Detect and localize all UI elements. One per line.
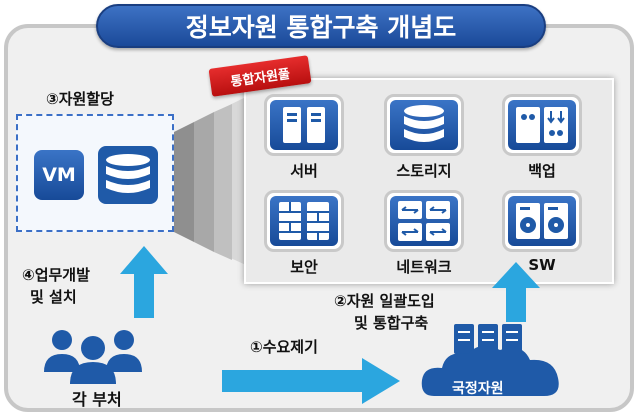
dev-label-line1: ④업무개발 (22, 266, 90, 284)
security-tile (264, 190, 344, 252)
software-tile (502, 190, 582, 252)
allocated-resources-box: VM (16, 114, 174, 232)
projection-funnel (174, 96, 248, 266)
departments-label: 각 부처 (72, 390, 122, 409)
network-icon (390, 196, 458, 246)
resource-label-network: 네트워크 (396, 258, 452, 276)
datacenter-label: 국정자원 (452, 381, 504, 397)
vm-icon: VM (34, 150, 84, 200)
dev-label-line2: 및 설치 (30, 288, 77, 306)
network-tile (384, 190, 464, 252)
software-icon (508, 196, 576, 246)
allocation-label: ③자원할당 (46, 90, 114, 108)
install-arrow (120, 246, 168, 318)
build-arrow (492, 262, 540, 322)
resource-label-backup: 백업 (528, 162, 556, 180)
integrate-label-line2: 및 통합구축 (354, 314, 429, 332)
vm-label: VM (42, 164, 76, 186)
diagram-title: 정보자원 통합구축 개념도 (96, 4, 546, 48)
resource-label-software: SW (528, 256, 556, 274)
storage-tile (384, 94, 464, 156)
resource-label-storage: 스토리지 (396, 162, 452, 180)
resource-label-server: 서버 (290, 162, 318, 180)
db-icon (98, 146, 158, 204)
server-tile (264, 94, 344, 156)
backup-tile (502, 94, 582, 156)
resource-label-security: 보안 (290, 258, 318, 276)
backup-icon (508, 100, 576, 150)
server-icon (270, 100, 338, 150)
storage-icon (390, 100, 458, 150)
firewall-icon (270, 196, 338, 246)
demand-arrow (222, 358, 400, 404)
datacenter-cloud-icon (421, 324, 559, 396)
integrate-label-line1: ②자원 일괄도입 (334, 292, 435, 310)
demand-label: ①수요제기 (250, 338, 318, 356)
people-icon (44, 330, 142, 384)
